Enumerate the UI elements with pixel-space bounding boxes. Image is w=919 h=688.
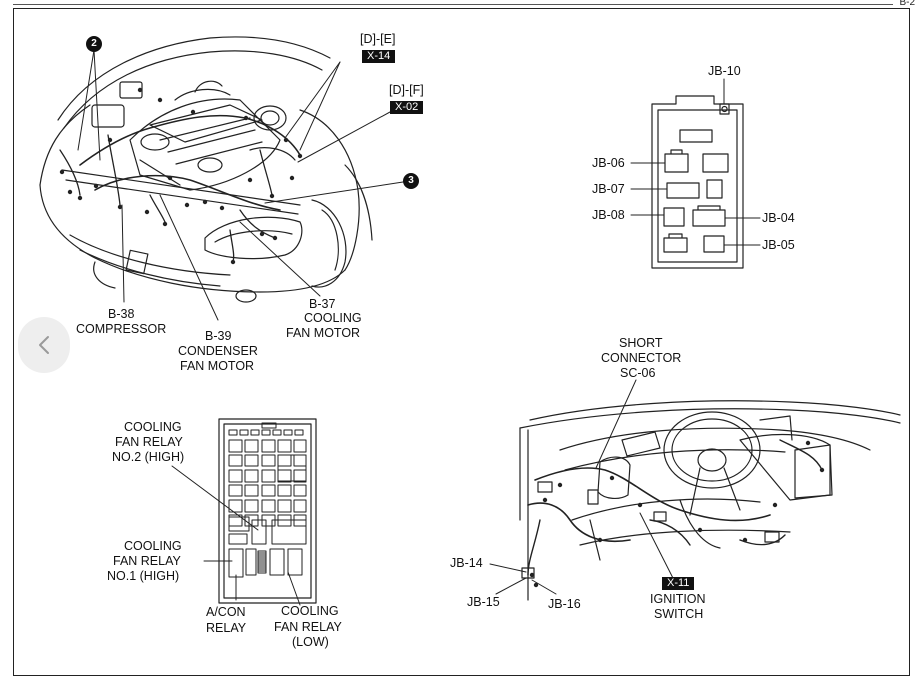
fuse-slot <box>277 484 292 497</box>
fuse-slot <box>277 499 292 513</box>
fuse-slot <box>261 429 271 436</box>
label-low-3: (LOW) <box>292 635 329 649</box>
fuse-slot <box>257 550 267 574</box>
label-relay-no2-1: COOLING <box>124 420 182 434</box>
page-id: B-2 <box>899 0 915 8</box>
relay-slot <box>277 454 307 482</box>
label-jb10: JB-10 <box>708 64 741 78</box>
fuse-slot <box>261 439 276 453</box>
label-b39-name-2: FAN MOTOR <box>180 359 255 373</box>
relay-slot <box>228 516 250 532</box>
fuse-slot <box>294 429 304 436</box>
label-jb08: JB-08 <box>592 208 625 222</box>
label-short-2: CONNECTOR <box>601 351 682 365</box>
engine-bay-drawing <box>39 36 404 321</box>
relay-slot <box>271 519 307 545</box>
fuse-slot <box>244 499 259 513</box>
label-low-2: FAN RELAY <box>274 620 342 634</box>
label-jb14: JB-14 <box>450 556 483 570</box>
fuse-slot <box>257 556 267 560</box>
fuse-slot <box>228 533 248 545</box>
fuse-slot <box>293 469 307 483</box>
label-relay-no1-3: NO.1 (HIGH) <box>107 569 180 583</box>
label-ign-2: SWITCH <box>654 607 704 621</box>
fuse-slot <box>228 499 243 513</box>
chevron-left-icon <box>39 336 49 354</box>
label-b38-code: B-38 <box>108 307 135 321</box>
label-ign-1: IGNITION <box>650 592 706 606</box>
label-b38-name: COMPRESSOR <box>76 322 167 336</box>
fuse-slot <box>257 564 267 568</box>
relay-slot <box>251 519 267 545</box>
fuse-slot <box>228 484 243 497</box>
fuse-slot <box>261 469 276 483</box>
relay-box-drawing <box>171 418 317 606</box>
fuse-slot <box>228 454 243 467</box>
relay-slot <box>228 548 244 578</box>
fuse-slot <box>244 484 259 497</box>
label-jb07: JB-07 <box>592 182 625 196</box>
prev-page-button[interactable] <box>18 317 70 373</box>
label-short-1: SHORT <box>619 336 663 350</box>
fuse-slot <box>272 429 282 436</box>
fuse-slot <box>228 439 243 453</box>
tag-x14: X-14 <box>362 50 396 63</box>
fuse-slot <box>244 439 259 453</box>
label-low-1: COOLING <box>281 604 339 618</box>
dashboard-drawing <box>489 379 901 601</box>
fuse-slot <box>293 439 307 453</box>
fuse-slot <box>257 560 267 564</box>
label-jb16: JB-16 <box>548 597 581 611</box>
label-jb06: JB-06 <box>592 156 625 170</box>
fuse-slot <box>293 499 307 513</box>
relay-slot <box>245 548 257 576</box>
label-jb15: JB-15 <box>467 595 500 609</box>
fuse-slot <box>261 454 276 467</box>
tag-x11: X-11 <box>662 577 695 590</box>
relay-slot <box>269 548 285 576</box>
tag-x02: X-02 <box>390 101 424 114</box>
fuse-slot <box>293 454 307 467</box>
label-b39-code: B-39 <box>205 329 232 343</box>
fuse-slot <box>261 422 277 429</box>
label-relay-no1-1: COOLING <box>124 539 182 553</box>
label-jb04: JB-04 <box>762 211 795 225</box>
label-d-f: [D]-[F] <box>389 83 424 97</box>
label-relay-no2-3: NO.2 (HIGH) <box>112 450 185 464</box>
label-jb05: JB-05 <box>762 238 795 252</box>
callout-bubble-3: 3 <box>403 173 419 189</box>
fuse-slot <box>277 439 292 453</box>
label-b37-name-2: FAN MOTOR <box>286 326 361 340</box>
label-b39-name-1: CONDENSER <box>178 344 258 358</box>
fuse-slot <box>293 484 307 497</box>
fuse-slot <box>277 469 292 483</box>
fuse-slot <box>244 454 259 467</box>
fuse-slot <box>239 429 249 436</box>
relay-slot <box>287 548 303 576</box>
fuse-slot <box>257 552 267 556</box>
label-acon-1: A/CON <box>206 605 246 619</box>
callout-bubble-2: 2 <box>86 36 102 52</box>
label-acon-2: RELAY <box>206 621 247 635</box>
fuse-slot <box>250 429 260 436</box>
fuse-slot <box>244 469 259 483</box>
junction-block-drawing <box>630 78 761 269</box>
label-d-e: [D]-[E] <box>360 32 396 46</box>
label-relay-no1-2: FAN RELAY <box>113 554 181 568</box>
label-b37-code: B-37 <box>309 297 336 311</box>
fuse-slot <box>283 429 293 436</box>
fuse-slot <box>257 568 267 572</box>
fuse-slot <box>228 429 238 436</box>
fuse-slot <box>261 499 276 513</box>
label-b37-name-1: COOLING <box>304 311 362 325</box>
top-rule <box>13 4 893 5</box>
fuse-slot <box>277 454 292 467</box>
fuse-slot <box>261 484 276 497</box>
diagram-frame <box>13 8 910 676</box>
label-short-3: SC-06 <box>620 366 656 380</box>
fuse-slot <box>228 469 243 483</box>
label-relay-no2-2: FAN RELAY <box>115 435 183 449</box>
